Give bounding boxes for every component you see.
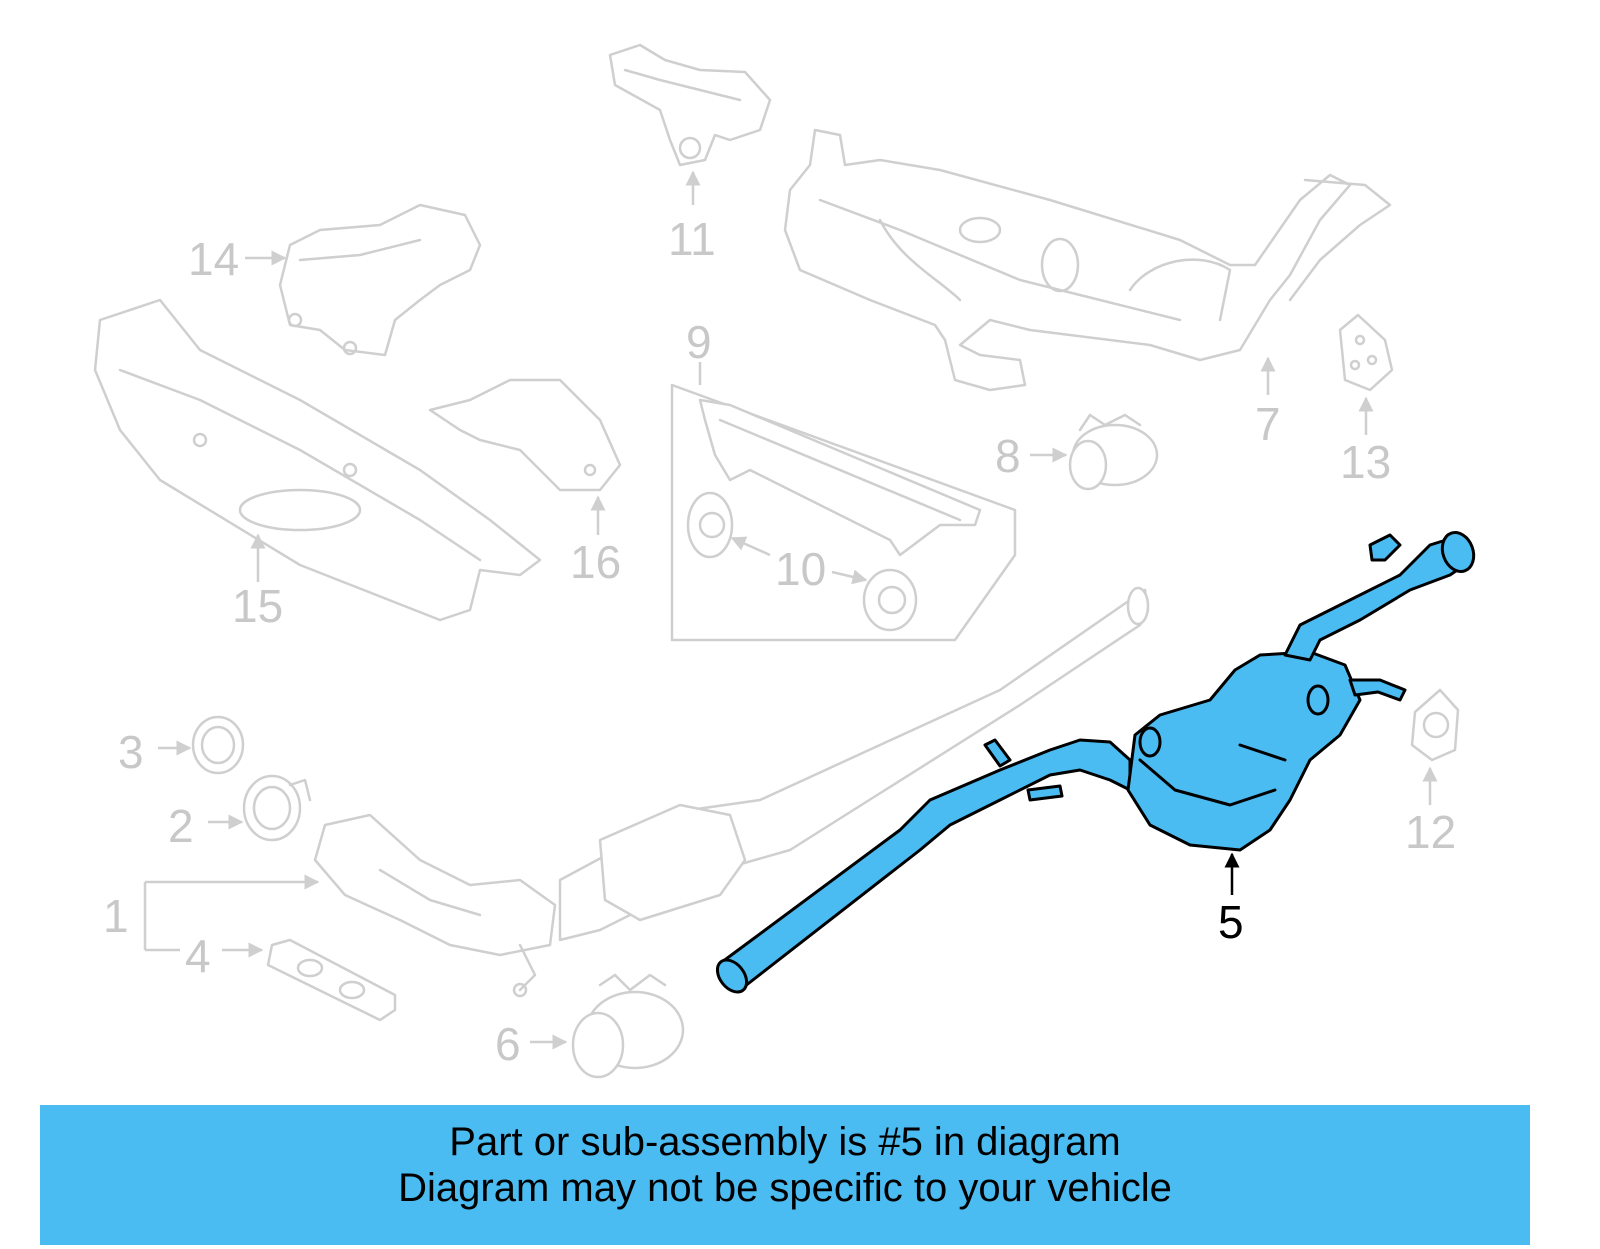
part-5-inlet-pipe	[720, 738, 1132, 992]
callout-16: 16	[570, 536, 621, 588]
banner-line-1: Part or sub-assembly is #5 in diagram	[449, 1120, 1121, 1164]
part-6-clamp	[571, 973, 685, 1079]
callout-9: 9	[686, 316, 712, 368]
callout-2: 2	[168, 800, 194, 852]
callout-1: 1	[103, 890, 129, 942]
part-2-clamp-ring	[242, 774, 312, 842]
part-4-gasket	[266, 938, 397, 1022]
part-7-rear-muffler	[783, 128, 1392, 392]
callout-11: 11	[668, 213, 716, 265]
callout-4: 4	[185, 930, 211, 982]
callout-15: 15	[232, 580, 283, 632]
part-16-small-shield	[428, 378, 622, 492]
part-3-seal-ring	[191, 715, 245, 775]
part-14-heat-shield	[278, 203, 482, 357]
part-1-front-pipe-catalyst	[313, 586, 1150, 998]
part-12-rubber-hanger	[1410, 688, 1460, 762]
banner-line-2: Diagram may not be specific to your vehi…	[398, 1166, 1172, 1210]
part-5-center-muffler-highlighted	[715, 531, 1476, 994]
part-11-hanger-bracket	[608, 43, 772, 167]
callout-5: 5	[1218, 896, 1244, 948]
part-8-clamp	[1068, 413, 1159, 491]
callout-3: 3	[118, 726, 144, 778]
callout-7: 7	[1255, 398, 1281, 450]
part-13-rubber-hanger	[1338, 313, 1394, 392]
part-9-crossmember-group	[670, 383, 1017, 642]
part-5-muffler-body	[1126, 650, 1362, 852]
callout-10: 10	[775, 543, 826, 595]
part-15-underbody-shield	[93, 298, 542, 622]
info-banner: Part or sub-assembly is #5 in diagram Di…	[40, 1105, 1530, 1245]
callout-14: 14	[188, 233, 239, 285]
callout-13: 13	[1340, 436, 1391, 488]
callout-6: 6	[495, 1018, 521, 1070]
callout-8: 8	[995, 430, 1021, 482]
callout-12: 12	[1405, 806, 1456, 858]
